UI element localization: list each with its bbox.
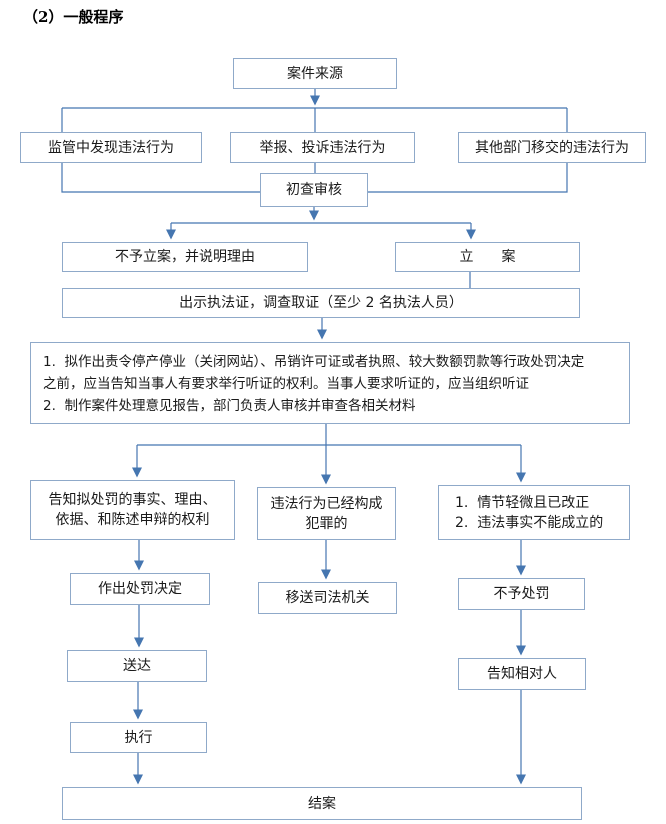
- node-punishment-decision: 作出处罚决定: [70, 573, 210, 605]
- node-case-filing: 立 案: [395, 242, 580, 272]
- node-hearing-notice: 1. 拟作出责令停产停业（关闭网站）、吊销许可证或者执照、较大数额罚款等行政处罚…: [30, 342, 630, 424]
- node-found-in-supervision: 监管中发现违法行为: [20, 132, 202, 163]
- node-initial-review: 初查审核: [260, 173, 368, 207]
- node-no-case-filing: 不予立案，并说明理由: [62, 242, 308, 272]
- node-transfer-judicial: 移送司法机关: [258, 582, 397, 614]
- node-execution: 执行: [70, 722, 207, 753]
- node-case-source: 案件来源: [233, 58, 397, 89]
- node-serve-delivery: 送达: [67, 650, 207, 682]
- node-inform-party: 告知相对人: [458, 658, 586, 690]
- node-inform-rights: 告知拟处罚的事实、理由、 依据、和陈述申辩的权利: [30, 480, 235, 540]
- page-title: （2）一般程序: [23, 8, 124, 26]
- node-case-closed: 结案: [62, 787, 582, 820]
- node-other-department-transfer: 其他部门移交的违法行为: [458, 132, 646, 163]
- node-report-complaint: 举报、投诉违法行为: [230, 132, 415, 163]
- node-minor-or-unfounded: 1. 情节轻微且已改正 2. 违法事实不能成立的: [438, 485, 630, 540]
- node-constitutes-crime: 违法行为已经构成 犯罪的: [257, 487, 396, 540]
- node-no-punishment: 不予处罚: [458, 578, 585, 610]
- node-show-enforcement-card: 出示执法证，调查取证（至少 2 名执法人员）: [62, 288, 580, 318]
